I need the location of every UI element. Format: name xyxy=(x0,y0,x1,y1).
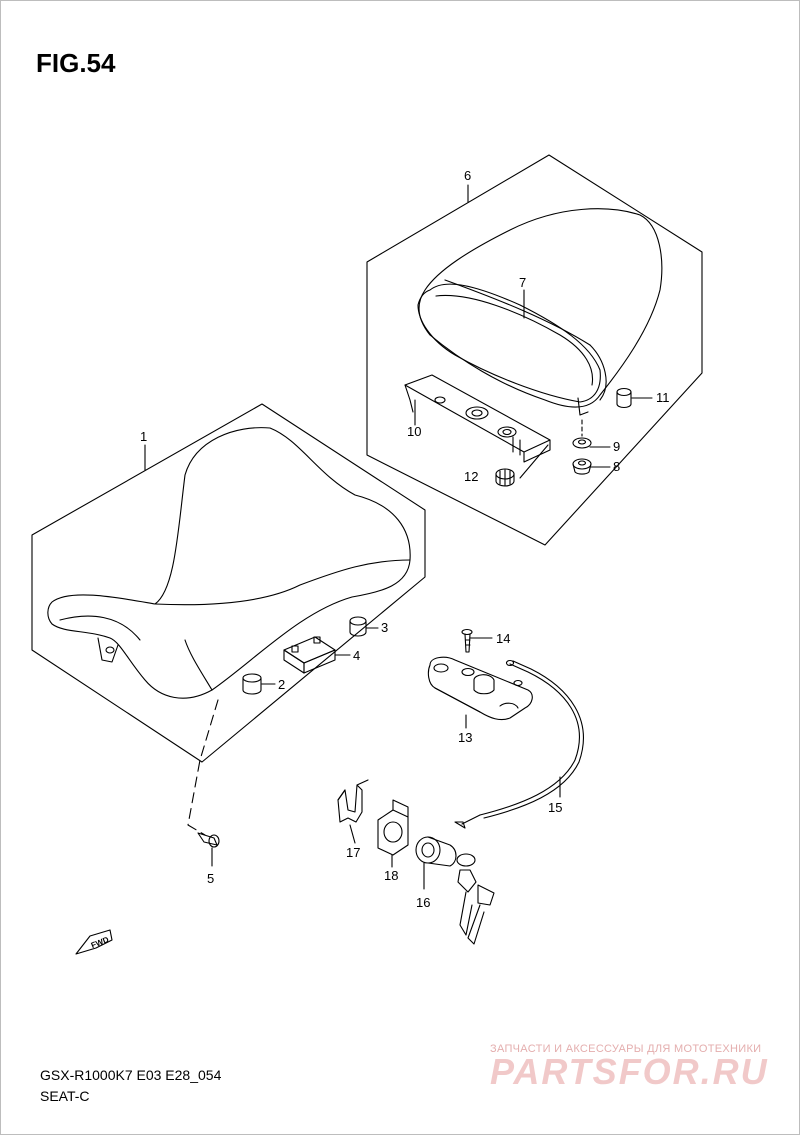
seat-damper-part-3 xyxy=(349,616,367,637)
model-code: GSX-R1000K7 E03 E28_054 xyxy=(40,1067,222,1083)
lock-plate-part-18 xyxy=(377,799,409,856)
callout-12: 12 xyxy=(464,469,478,484)
callout-6: 6 xyxy=(464,168,471,183)
callout-4: 4 xyxy=(353,648,360,663)
passenger-seat-side xyxy=(589,344,607,401)
callout-7: 7 xyxy=(519,275,526,290)
seat-damper-part-2 xyxy=(242,673,262,695)
callout-1: 1 xyxy=(140,429,147,444)
watermark-tagline: ЗАПЧАСТИ И АКСЕССУАРЫ ДЛЯ МОТОТЕХНИКИ xyxy=(490,1043,762,1055)
figure-title: FIG.54 xyxy=(36,48,116,78)
forward-direction-arrow xyxy=(75,929,113,955)
passenger-seat-tab xyxy=(577,397,589,416)
passenger-seat-outline xyxy=(366,154,703,546)
seat-lock-latch-part-13 xyxy=(427,656,533,721)
screw-part-14 xyxy=(461,628,473,653)
seat-cushion-part-4 xyxy=(283,636,336,674)
callout-13: 13 xyxy=(458,730,472,745)
callout-10: 10 xyxy=(407,424,421,439)
section-name: SEAT-C xyxy=(40,1088,90,1104)
seat-lock-cable-part-15 xyxy=(454,659,584,829)
rider-seat-group xyxy=(31,403,426,836)
rider-seat xyxy=(47,427,411,699)
seat-bolt-part-5 xyxy=(197,832,220,848)
callout-labels: 1 2 3 4 5 6 7 8 9 10 11 12 13 14 15 16 1… xyxy=(90,168,670,950)
callout-15: 15 xyxy=(548,800,562,815)
callout-14: 14 xyxy=(496,631,510,646)
passenger-seat-pad-part-7 xyxy=(417,283,601,403)
rider-seat-contour xyxy=(154,559,411,606)
rider-seat-side xyxy=(184,639,213,691)
callout-17: 17 xyxy=(346,845,360,860)
passenger-pad-inner xyxy=(435,294,594,386)
rider-seat-hook-hole xyxy=(105,646,115,654)
rider-seat-outline xyxy=(31,403,426,763)
seat-lock-set-part-16 xyxy=(415,836,495,945)
cushion-part-11 xyxy=(616,387,632,409)
seat-bracket-part-10 xyxy=(404,374,551,463)
bolt-lead-line xyxy=(187,699,219,836)
watermark-brand: PARTSFOR.RU xyxy=(490,1051,769,1092)
callout-2: 2 xyxy=(278,677,285,692)
nut-part-8 xyxy=(572,458,592,475)
passenger-seat-group xyxy=(366,154,703,546)
callout-8: 8 xyxy=(613,459,620,474)
lock-bracket-part-17 xyxy=(337,779,369,823)
callout-16: 16 xyxy=(416,895,430,910)
passenger-seat-cover xyxy=(418,208,663,408)
callout-18: 18 xyxy=(384,868,398,883)
rider-seat-edge xyxy=(59,615,141,641)
callout-9: 9 xyxy=(613,439,620,454)
nut-part-12 xyxy=(495,468,515,487)
callout-3: 3 xyxy=(381,620,388,635)
callout-5: 5 xyxy=(207,871,214,886)
passenger-seat-contour xyxy=(444,279,591,346)
leader-lines xyxy=(144,184,653,890)
rider-seat-hook xyxy=(97,637,119,663)
washer-part-9 xyxy=(572,437,592,449)
callout-11: 11 xyxy=(656,390,670,405)
leader-nut-bracket xyxy=(519,444,549,479)
